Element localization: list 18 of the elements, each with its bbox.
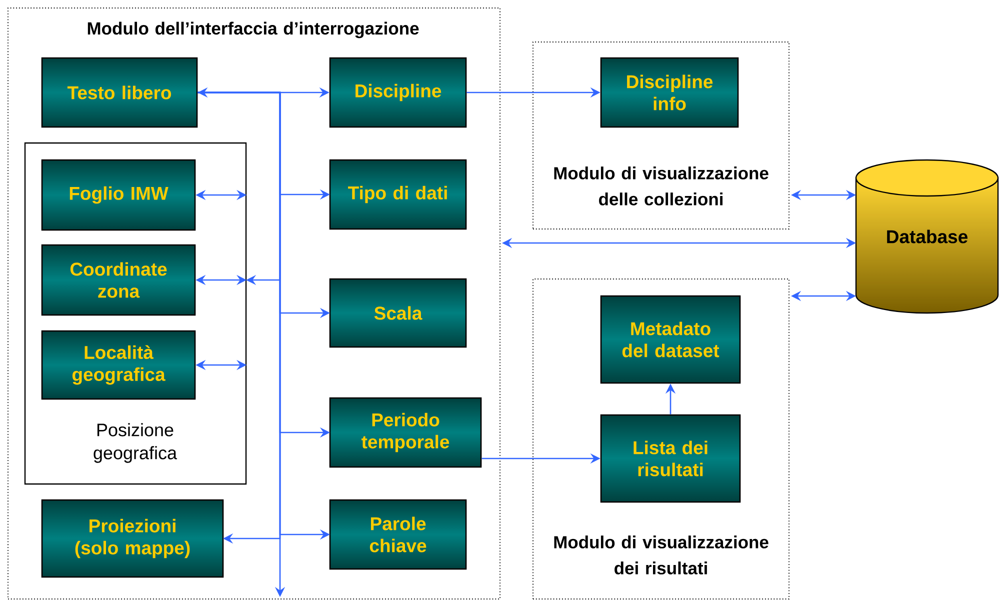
process-box: Coordinate zona [41,244,196,316]
process-box: Lista dei risultati [600,414,741,503]
process-box: Discipline info [600,57,739,128]
module-title: Modulo di visualizzazione delle collezioni [554,166,768,206]
database-cylinder: Database [855,159,999,314]
process-box: Foglio IMW [41,159,196,231]
process-box: Discipline [329,57,467,128]
module-title: Modulo di visualizzazione dei risultati [554,536,768,574]
process-box: Testo libero [41,57,198,128]
process-box: Tipo di dati [329,159,467,230]
process-box: Proiezioni (solo mappe) [41,499,224,578]
process-box: Periodo temporale [329,397,482,468]
process-box: Parole chiave [329,499,467,570]
process-box: Scala [329,278,467,348]
process-box: Località geografica [41,330,196,400]
process-box: Metadato del dataset [600,295,741,384]
group-label: Posizione geografica [94,423,178,463]
module-title: Modulo dell’interfaccia d’interrogazione [88,22,419,38]
